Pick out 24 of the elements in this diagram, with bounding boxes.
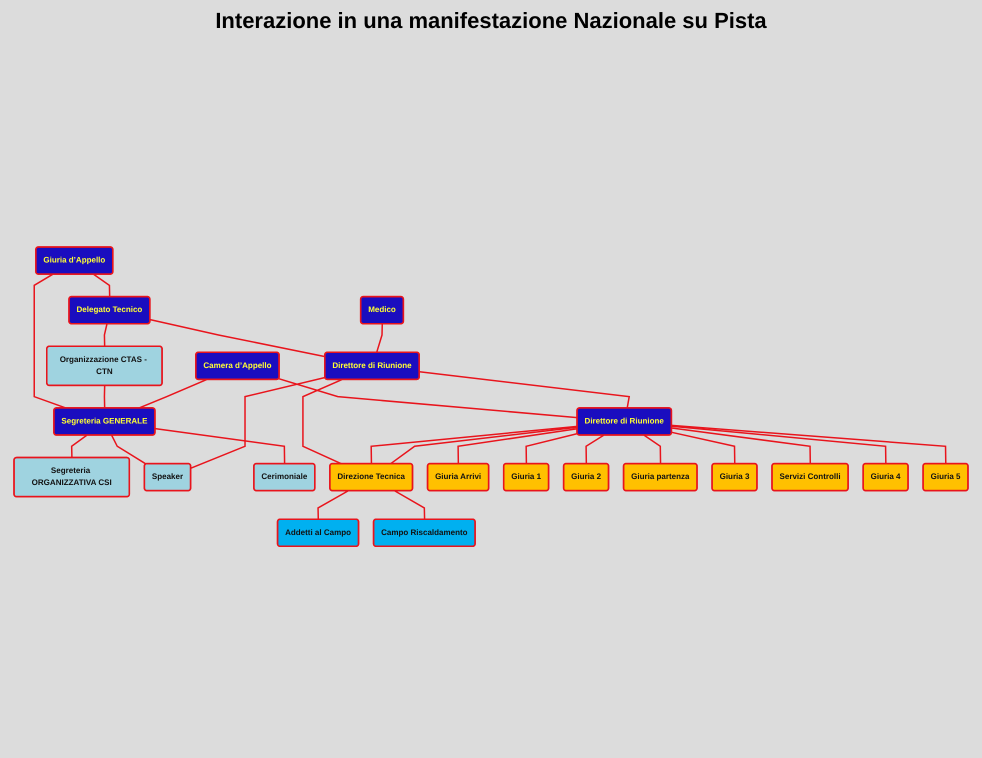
connector	[93, 274, 110, 298]
connector	[672, 424, 947, 464]
connector	[278, 378, 578, 419]
connector	[419, 371, 630, 409]
connector	[104, 386, 106, 409]
connector	[525, 433, 578, 464]
connector	[155, 428, 286, 464]
connector	[33, 274, 67, 410]
connector	[104, 324, 108, 347]
connector	[138, 379, 207, 410]
connector	[376, 324, 384, 354]
connector	[644, 434, 662, 464]
connector	[110, 435, 146, 466]
connector	[317, 490, 348, 520]
connector	[70, 434, 88, 458]
connector	[672, 428, 812, 464]
connector	[671, 432, 736, 464]
connector	[302, 379, 342, 465]
connector	[394, 490, 426, 520]
diagram-title: Interazione in una manifestazione Nazionale su Pista	[214, 8, 768, 34]
connector	[457, 428, 578, 464]
connector	[190, 377, 326, 470]
connector	[672, 426, 887, 464]
connector	[150, 319, 326, 358]
